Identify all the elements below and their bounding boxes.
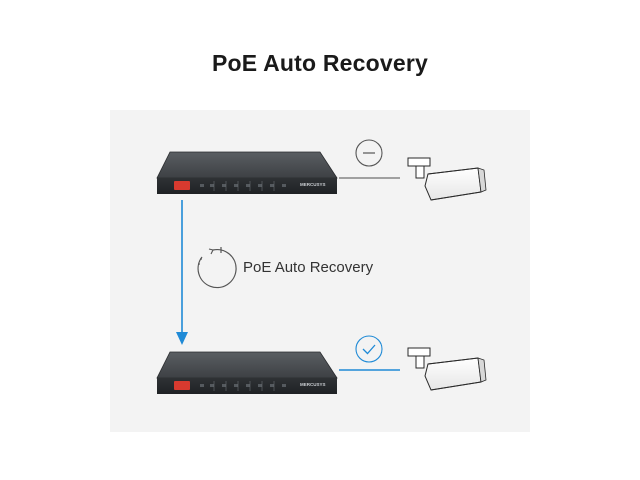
switch-bottom: MERCUSYS [156,351,338,394]
switch-top-port-marks [213,181,275,191]
camera-bottom [407,347,487,391]
switch-bottom-port-marks [213,381,275,391]
recovery-arrow [176,200,188,345]
switch-top-brand: MERCUSYS [300,182,326,187]
switch-top-led-row [200,184,286,187]
recovery-cycle-icon [197,247,237,289]
switch-bottom-lid [156,351,338,379]
recovery-caption: PoE Auto Recovery [243,259,374,276]
switch-top: MERCUSYS [156,151,338,194]
camera-top [407,157,487,201]
switch-bottom-led-row [200,384,286,387]
switch-top-lid [156,151,338,179]
minus-circle-icon [355,139,383,167]
switch-bottom-dip-switch [174,381,190,390]
switch-bottom-brand: MERCUSYS [300,382,326,387]
switch-top-dip-switch [174,181,190,190]
page-title: PoE Auto Recovery [212,50,428,76]
check-circle-icon [355,335,383,363]
